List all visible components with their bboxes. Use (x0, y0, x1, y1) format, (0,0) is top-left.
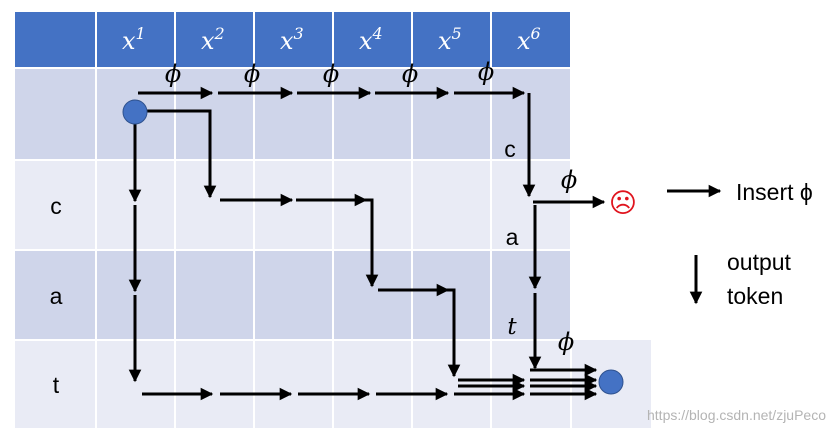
row-label-a: a (50, 283, 63, 309)
phi-label-7: ϕ (558, 328, 574, 356)
table-grid (15, 12, 651, 428)
phi-label-4: ϕ (402, 60, 418, 88)
header-row (15, 12, 571, 68)
column-header-4: x4 (359, 24, 383, 55)
row-t (15, 340, 571, 428)
path-letter-labels: c a t (504, 136, 518, 340)
path-label-t: t (507, 314, 517, 340)
grid-lines (15, 12, 651, 428)
phi-label-5: ϕ (478, 58, 494, 86)
legend-insert-label: Insert ϕ (736, 179, 813, 205)
legend: Insert ϕ output token (667, 179, 813, 309)
path-label-a: a (506, 224, 519, 250)
arrow-mid-down-1 (365, 198, 379, 288)
row-label-c: c (50, 193, 62, 219)
legend-output-label-1: output (727, 249, 792, 275)
end-node (598, 369, 624, 395)
column-header-3: x3 (280, 24, 304, 55)
column-header-2: x2 (201, 24, 225, 55)
sad-face-icon: ☹ (609, 188, 637, 219)
column-header-5: x5 (438, 24, 462, 55)
phi-label-1: ϕ (165, 60, 181, 88)
path-arrows (128, 86, 606, 401)
column-header-1: x1 (122, 24, 146, 55)
arrow-mid-start (143, 109, 217, 199)
path-label-c: c (504, 136, 516, 162)
row-a (15, 250, 571, 340)
start-node (122, 99, 148, 125)
phi-label-3: ϕ (323, 60, 339, 88)
phi-label-2: ϕ (244, 60, 260, 88)
column-headers: x1 x2 x3 x4 x5 x6 (122, 24, 541, 55)
phi-labels: ϕ ϕ ϕ ϕ ϕ ϕ ϕ (165, 58, 577, 356)
phi-label-6: ϕ (561, 166, 577, 194)
row-labels: c a t (50, 193, 63, 398)
row-blank (15, 68, 571, 160)
row-c (15, 160, 571, 250)
watermark: https://blog.csdn.net/zjuPeco (647, 407, 826, 423)
row-label-t: t (53, 372, 60, 398)
legend-output-label-2: token (727, 283, 783, 309)
column-header-6: x6 (517, 24, 541, 55)
arrow-mid-down-2 (447, 288, 461, 378)
